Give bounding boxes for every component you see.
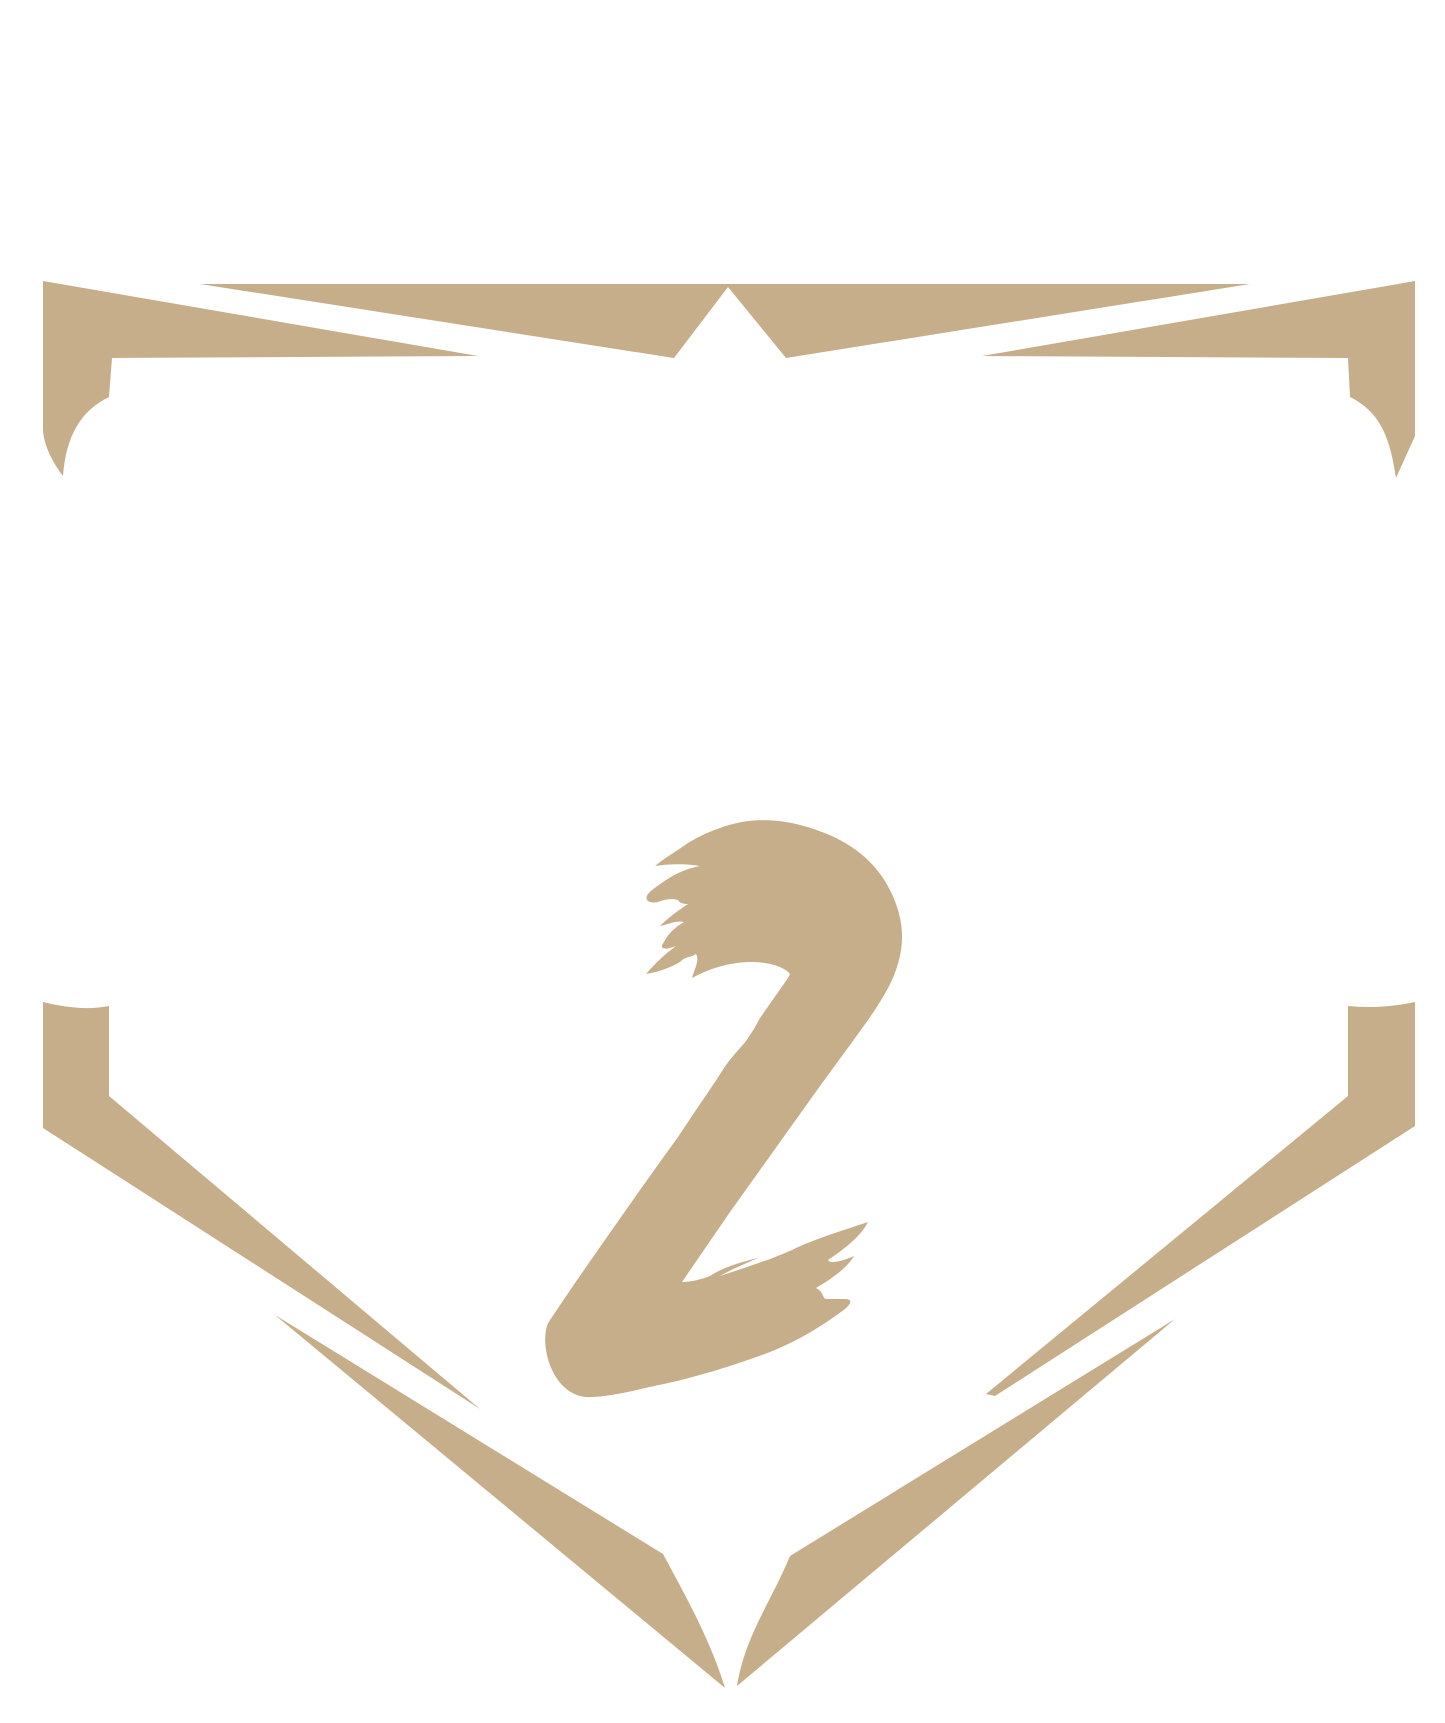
bottom-right-blade [737, 1319, 1175, 1686]
top-left-wing [43, 281, 478, 476]
emblem-gold-shapes [43, 281, 1415, 1688]
bottom-left-blade [275, 1315, 725, 1688]
top-center-banner [200, 284, 1250, 358]
numeral-two-brush: 2 [545, 820, 903, 1398]
lower-right-wall [986, 1002, 1415, 1396]
top-right-wing [982, 281, 1415, 478]
lower-left-wall [43, 1002, 480, 1409]
numeral-two-shape [545, 820, 903, 1398]
